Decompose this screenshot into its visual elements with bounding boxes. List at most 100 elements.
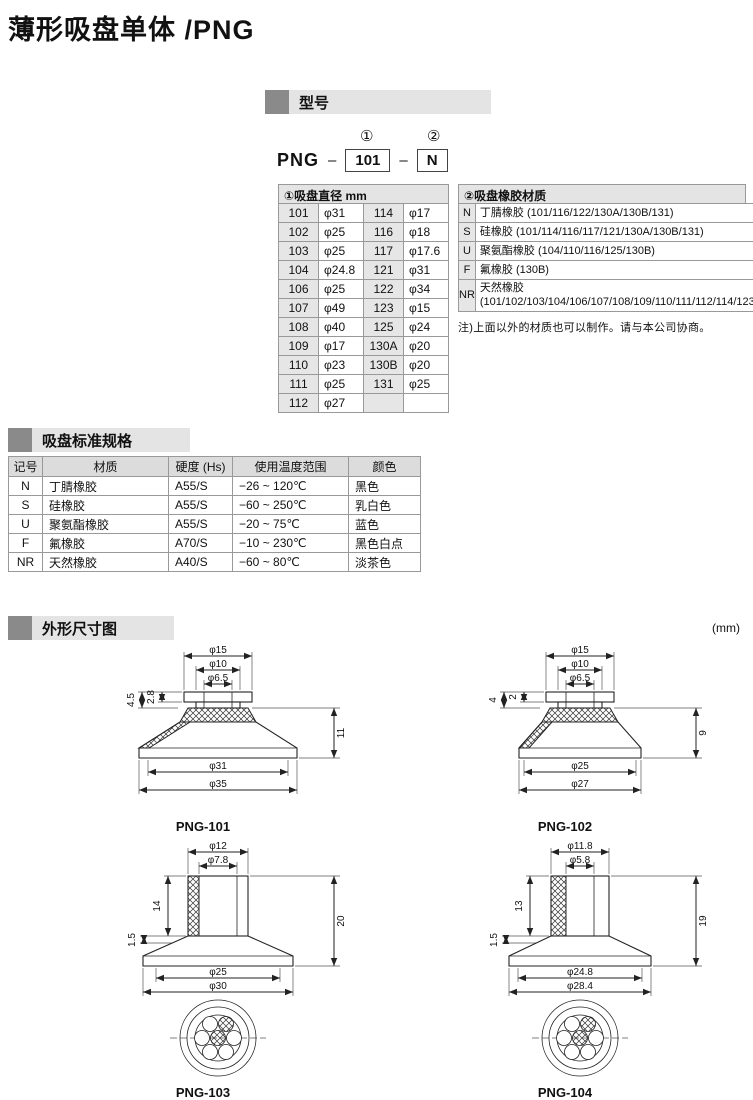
spec-header: 材质 xyxy=(43,457,169,477)
drawing-block-png103: φ12 φ7.8 14 1.5 20 φ25 φ30 xyxy=(28,840,378,1100)
model-code-cell: 103 xyxy=(279,242,319,261)
dim-label: 1.5 xyxy=(127,933,138,947)
diameter-cell: φ25 xyxy=(319,375,364,394)
diameter-cell: φ31 xyxy=(319,204,364,223)
dim-label: φ35 xyxy=(209,779,227,790)
material-desc-cell: 聚氨酯橡胶 (104/110/116/125/130B) xyxy=(475,242,753,261)
unit-label: (mm) xyxy=(712,621,740,635)
bottom-view xyxy=(170,1000,266,1076)
drawing-png102: φ15 φ10 φ6.5 2 4 9 φ25 φ27 xyxy=(390,644,740,812)
material-code-cell: U xyxy=(459,242,476,261)
model-code-cell: 130B xyxy=(364,356,404,375)
spec-cell: U xyxy=(9,515,43,534)
spec-cell: 黑色 xyxy=(349,477,421,496)
spec-cell: A55/S xyxy=(169,496,233,515)
dim-label: 4 xyxy=(488,697,499,703)
material-desc-cell: 氟橡胶 (130B) xyxy=(475,261,753,280)
drawing-label: PNG-103 xyxy=(28,1085,378,1100)
dim-label: φ6.5 xyxy=(570,673,591,684)
spec-cell: −10 ~ 230℃ xyxy=(233,534,349,553)
dim-label: φ27 xyxy=(571,779,589,790)
diameter-cell: φ25 xyxy=(319,242,364,261)
marker-1: ① xyxy=(360,127,373,145)
material-desc-cell: 硅橡胶 (101/114/116/117/121/130A/130B/131) xyxy=(475,223,753,242)
dim-label: φ11.8 xyxy=(567,841,593,852)
dim-label: 11 xyxy=(336,727,347,738)
model-section-heading: 型号 xyxy=(265,90,491,114)
dim-label: φ6.5 xyxy=(208,673,229,684)
spec-cell: NR xyxy=(9,553,43,572)
spec-cell: 聚氨酯橡胶 xyxy=(43,515,169,534)
heading-square xyxy=(8,428,32,452)
model-code-cell: 101 xyxy=(279,204,319,223)
diameter-cell: φ20 xyxy=(404,356,449,375)
spec-header: 记号 xyxy=(9,457,43,477)
model-code-cell: 114 xyxy=(364,204,404,223)
spec-header: 硬度 (Hs) xyxy=(169,457,233,477)
dim-label: 4.5 xyxy=(126,693,137,707)
diameter-cell: φ40 xyxy=(319,318,364,337)
model-dash-1: – xyxy=(328,152,336,169)
dim-label: φ12 xyxy=(209,841,227,852)
material-desc-cell: 天然橡胶 (101/102/103/104/106/107/108/109/11… xyxy=(475,280,753,312)
diameter-cell: φ17.6 xyxy=(404,242,449,261)
heading-square xyxy=(8,616,32,640)
table-header-row: 记号 材质 硬度 (Hs) 使用温度范围 颜色 xyxy=(9,457,421,477)
model-material-box: N xyxy=(417,149,448,172)
material-code-cell: F xyxy=(459,261,476,280)
drawing-label: PNG-101 xyxy=(28,819,378,834)
model-code-box: 101 xyxy=(345,149,390,172)
spec-cell: 硅橡胶 xyxy=(43,496,169,515)
diameter-cell: φ24.8 xyxy=(319,261,364,280)
drawing-block-png102: φ15 φ10 φ6.5 2 4 9 φ25 φ27 PNG-102 xyxy=(390,644,740,834)
spec-cell: 淡茶色 xyxy=(349,553,421,572)
marker-2: ② xyxy=(427,127,440,145)
spec-cell: A40/S xyxy=(169,553,233,572)
model-code-cell: 111 xyxy=(279,375,319,394)
spec-header: 使用温度范围 xyxy=(233,457,349,477)
model-number-line: PNG – 101 – N xyxy=(277,149,448,172)
model-prefix: PNG xyxy=(277,150,319,171)
dims-heading-label: 外形尺寸图 xyxy=(32,618,117,639)
dim-label: 1.5 xyxy=(489,933,500,947)
model-code-cell: 110 xyxy=(279,356,319,375)
dim-label: φ15 xyxy=(209,645,227,656)
model-code-cell: 106 xyxy=(279,280,319,299)
spec-cell: N xyxy=(9,477,43,496)
dim-label: φ5.8 xyxy=(570,855,591,866)
spec-cell: 氟橡胶 xyxy=(43,534,169,553)
diameter-cell: φ25 xyxy=(319,280,364,299)
model-code-cell: 112 xyxy=(279,394,319,413)
diameter-table-title: ①吸盘直径 mm xyxy=(278,184,449,203)
diameter-cell: φ20 xyxy=(404,337,449,356)
material-code-cell: S xyxy=(459,223,476,242)
spec-cell: 蓝色 xyxy=(349,515,421,534)
drawing-png103: φ12 φ7.8 14 1.5 20 φ25 φ30 xyxy=(28,840,378,1078)
material-table-title: ②吸盘橡胶材质 xyxy=(458,184,746,203)
dim-label: φ30 xyxy=(209,981,227,992)
drawing-png104: φ11.8 φ5.8 13 1.5 19 φ24.8 φ28.4 xyxy=(390,840,740,1078)
spec-cell: −26 ~ 120℃ xyxy=(233,477,349,496)
model-code-cell: 109 xyxy=(279,337,319,356)
dim-label: 2.8 xyxy=(146,690,157,704)
diameter-cell: φ25 xyxy=(319,223,364,242)
spec-header: 颜色 xyxy=(349,457,421,477)
dim-label: φ31 xyxy=(209,761,227,772)
dim-label: φ10 xyxy=(571,659,589,670)
dim-label: φ7.8 xyxy=(208,855,229,866)
